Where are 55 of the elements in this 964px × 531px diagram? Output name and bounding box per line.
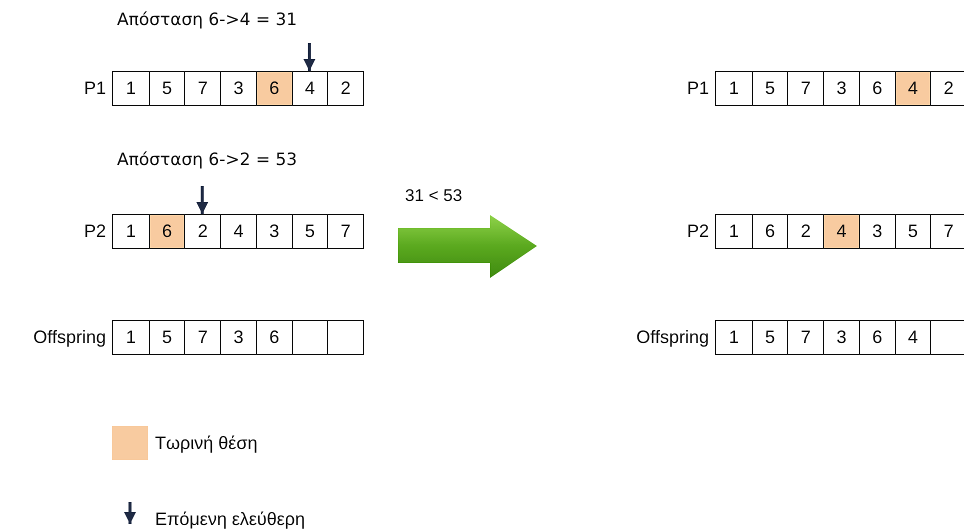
array-cell: 5 bbox=[292, 215, 328, 248]
row-label: P1 bbox=[84, 78, 106, 98]
array-cell: 6 bbox=[256, 72, 292, 105]
array-cell: 4 bbox=[894, 321, 930, 354]
row-label: P2 bbox=[84, 221, 106, 241]
array-cell: 5 bbox=[752, 72, 788, 105]
array-cell: 7 bbox=[787, 72, 824, 105]
array-bar bbox=[715, 71, 964, 106]
array-cell: 1 bbox=[716, 321, 752, 354]
array-cell: 3 bbox=[823, 321, 859, 354]
array-cell: 2 bbox=[184, 215, 220, 248]
row-label: Offspring bbox=[636, 327, 709, 347]
array-cell: 4 bbox=[894, 72, 930, 105]
array-cell: 6 bbox=[752, 215, 788, 248]
array-cell: 7 bbox=[184, 321, 220, 354]
array-bar bbox=[715, 214, 964, 249]
text-label: Απόσταση 6->2 = 53 bbox=[117, 150, 298, 170]
array-cell: 7 bbox=[930, 215, 964, 248]
legend-text: Τωρινή θέση bbox=[155, 433, 258, 453]
array-cell: 5 bbox=[752, 321, 788, 354]
row-label: P2 bbox=[686, 221, 709, 241]
arrow bbox=[303, 43, 316, 71]
array-cell: 3 bbox=[256, 215, 292, 248]
array-cell: 6 bbox=[148, 215, 184, 248]
array-cell: 4 bbox=[292, 72, 328, 105]
array-cell: 3 bbox=[220, 321, 256, 354]
legend-text: Επόμενη ελεύθερη bbox=[155, 509, 306, 529]
row-label: Offspring bbox=[33, 327, 106, 347]
array-cell: 5 bbox=[148, 321, 184, 354]
array-cell: 1 bbox=[716, 215, 752, 248]
array-cell: 1 bbox=[113, 321, 149, 354]
array-cell: 1 bbox=[113, 72, 149, 105]
array-cell: 7 bbox=[327, 215, 363, 248]
array-cell: 7 bbox=[184, 72, 220, 105]
array-bar bbox=[112, 214, 364, 249]
array-cell: 1 bbox=[113, 215, 149, 248]
array-cell: 5 bbox=[894, 215, 930, 248]
arrow bbox=[196, 186, 208, 214]
array-bar bbox=[112, 71, 364, 106]
array-bar bbox=[112, 320, 364, 355]
array-bar bbox=[715, 320, 964, 355]
array-cell: 1 bbox=[716, 72, 752, 105]
row-label: P1 bbox=[686, 78, 709, 98]
text-label: 31 < 53 bbox=[405, 186, 462, 206]
array-cell: 6 bbox=[256, 321, 292, 354]
array-cell: 2 bbox=[930, 72, 964, 105]
array-cell: 3 bbox=[858, 215, 895, 248]
array-cell: 5 bbox=[148, 72, 184, 105]
array-cell: 4 bbox=[220, 215, 256, 248]
array-cell: 4 bbox=[823, 215, 859, 248]
array-cell: 6 bbox=[858, 321, 895, 354]
array-cell: 3 bbox=[823, 72, 859, 105]
text-label: Απόσταση 6->4 = 31 bbox=[117, 10, 298, 30]
array-cell: 7 bbox=[787, 321, 824, 354]
array-cell: 2 bbox=[327, 72, 363, 105]
